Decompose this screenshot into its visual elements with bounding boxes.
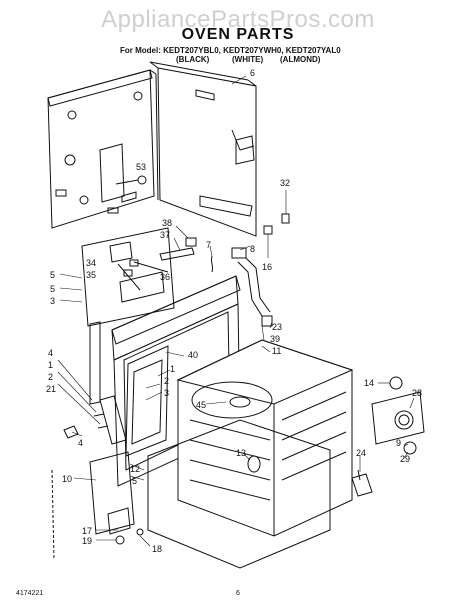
callout-11: 11 <box>272 346 281 356</box>
callout-21: 21 <box>46 384 56 394</box>
callout-29: 29 <box>400 454 410 464</box>
door-hinge-parts <box>63 395 127 445</box>
callout-36: 36 <box>160 272 170 282</box>
callout-35: 35 <box>86 270 96 280</box>
callout-24: 24 <box>356 448 366 458</box>
leader-lines <box>57 75 415 547</box>
cap-13 <box>247 455 261 473</box>
callout-6: 6 <box>250 68 255 78</box>
callout-23: 23 <box>272 322 282 332</box>
callout-3-second: 3 <box>164 388 169 398</box>
callout-labels: 6 53 32 38 37 7 8 16 34 35 36 5 5 3 23 3… <box>46 68 422 554</box>
callout-8: 8 <box>250 244 255 254</box>
spring-7 <box>210 255 214 273</box>
bracket-37 <box>159 247 195 261</box>
callout-4: 4 <box>78 438 83 448</box>
callout-13: 13 <box>236 448 246 458</box>
callout-18: 18 <box>152 544 162 554</box>
rear-panel <box>47 69 159 229</box>
callout-34: 34 <box>86 258 96 268</box>
door-glass <box>131 359 163 445</box>
color-label-white: (WHITE) <box>232 55 264 64</box>
clip-38 <box>185 237 197 247</box>
leveling-leg-24 <box>351 469 373 497</box>
callout-1-left: 1 <box>48 360 53 370</box>
callout-3: 3 <box>50 296 55 306</box>
callout-14: 14 <box>364 378 374 388</box>
part-16 <box>263 225 273 235</box>
callout-4-left: 4 <box>48 348 53 358</box>
callout-12: 12 <box>130 464 140 474</box>
oven-cavity <box>176 339 354 537</box>
callout-38: 38 <box>162 218 172 228</box>
vent-8 <box>231 247 247 259</box>
page-title: OVEN PARTS <box>181 26 295 43</box>
callout-16: 16 <box>262 262 272 272</box>
callout-39: 39 <box>270 334 280 344</box>
watermark: AppliancePartsPros.com <box>101 6 375 33</box>
callout-5-second: 5 <box>50 284 55 294</box>
callout-19: 19 <box>82 536 92 546</box>
footer-page-number: 6 <box>236 590 240 597</box>
back-panel <box>149 61 257 237</box>
callout-17: 17 <box>82 526 92 536</box>
callout-32: 32 <box>280 178 290 188</box>
bake-element-assembly <box>81 227 175 327</box>
callout-40: 40 <box>188 350 198 360</box>
callout-10: 10 <box>62 474 72 484</box>
door-liner <box>125 345 169 457</box>
door-trim-strip <box>89 321 101 405</box>
callout-9: 9 <box>396 438 401 448</box>
color-label-black: (BLACK) <box>176 55 210 64</box>
callout-37: 37 <box>160 230 170 240</box>
callout-53: 53 <box>136 162 146 172</box>
door-latch <box>51 451 144 561</box>
model-line: For Model: KEDT207YBL0, KEDT207YWH0, KED… <box>120 46 341 55</box>
callout-5-lower: 5 <box>132 476 137 486</box>
light-bulb-14 <box>389 376 403 390</box>
color-label-almond: (ALMOND) <box>280 55 321 64</box>
bracket-53 <box>121 191 137 203</box>
callout-1: 1 <box>170 364 175 374</box>
callout-2: 2 <box>164 376 169 386</box>
callout-2-left: 2 <box>48 372 53 382</box>
light-socket-assembly <box>371 391 425 455</box>
callout-5: 5 <box>50 270 55 280</box>
footer-part-number: 4174221 <box>16 590 44 597</box>
base-pan <box>147 419 331 569</box>
part-32 <box>281 213 290 224</box>
callout-28: 28 <box>412 388 422 398</box>
callout-7: 7 <box>206 240 211 250</box>
callout-45: 45 <box>196 400 206 410</box>
vent-tube <box>237 257 273 327</box>
